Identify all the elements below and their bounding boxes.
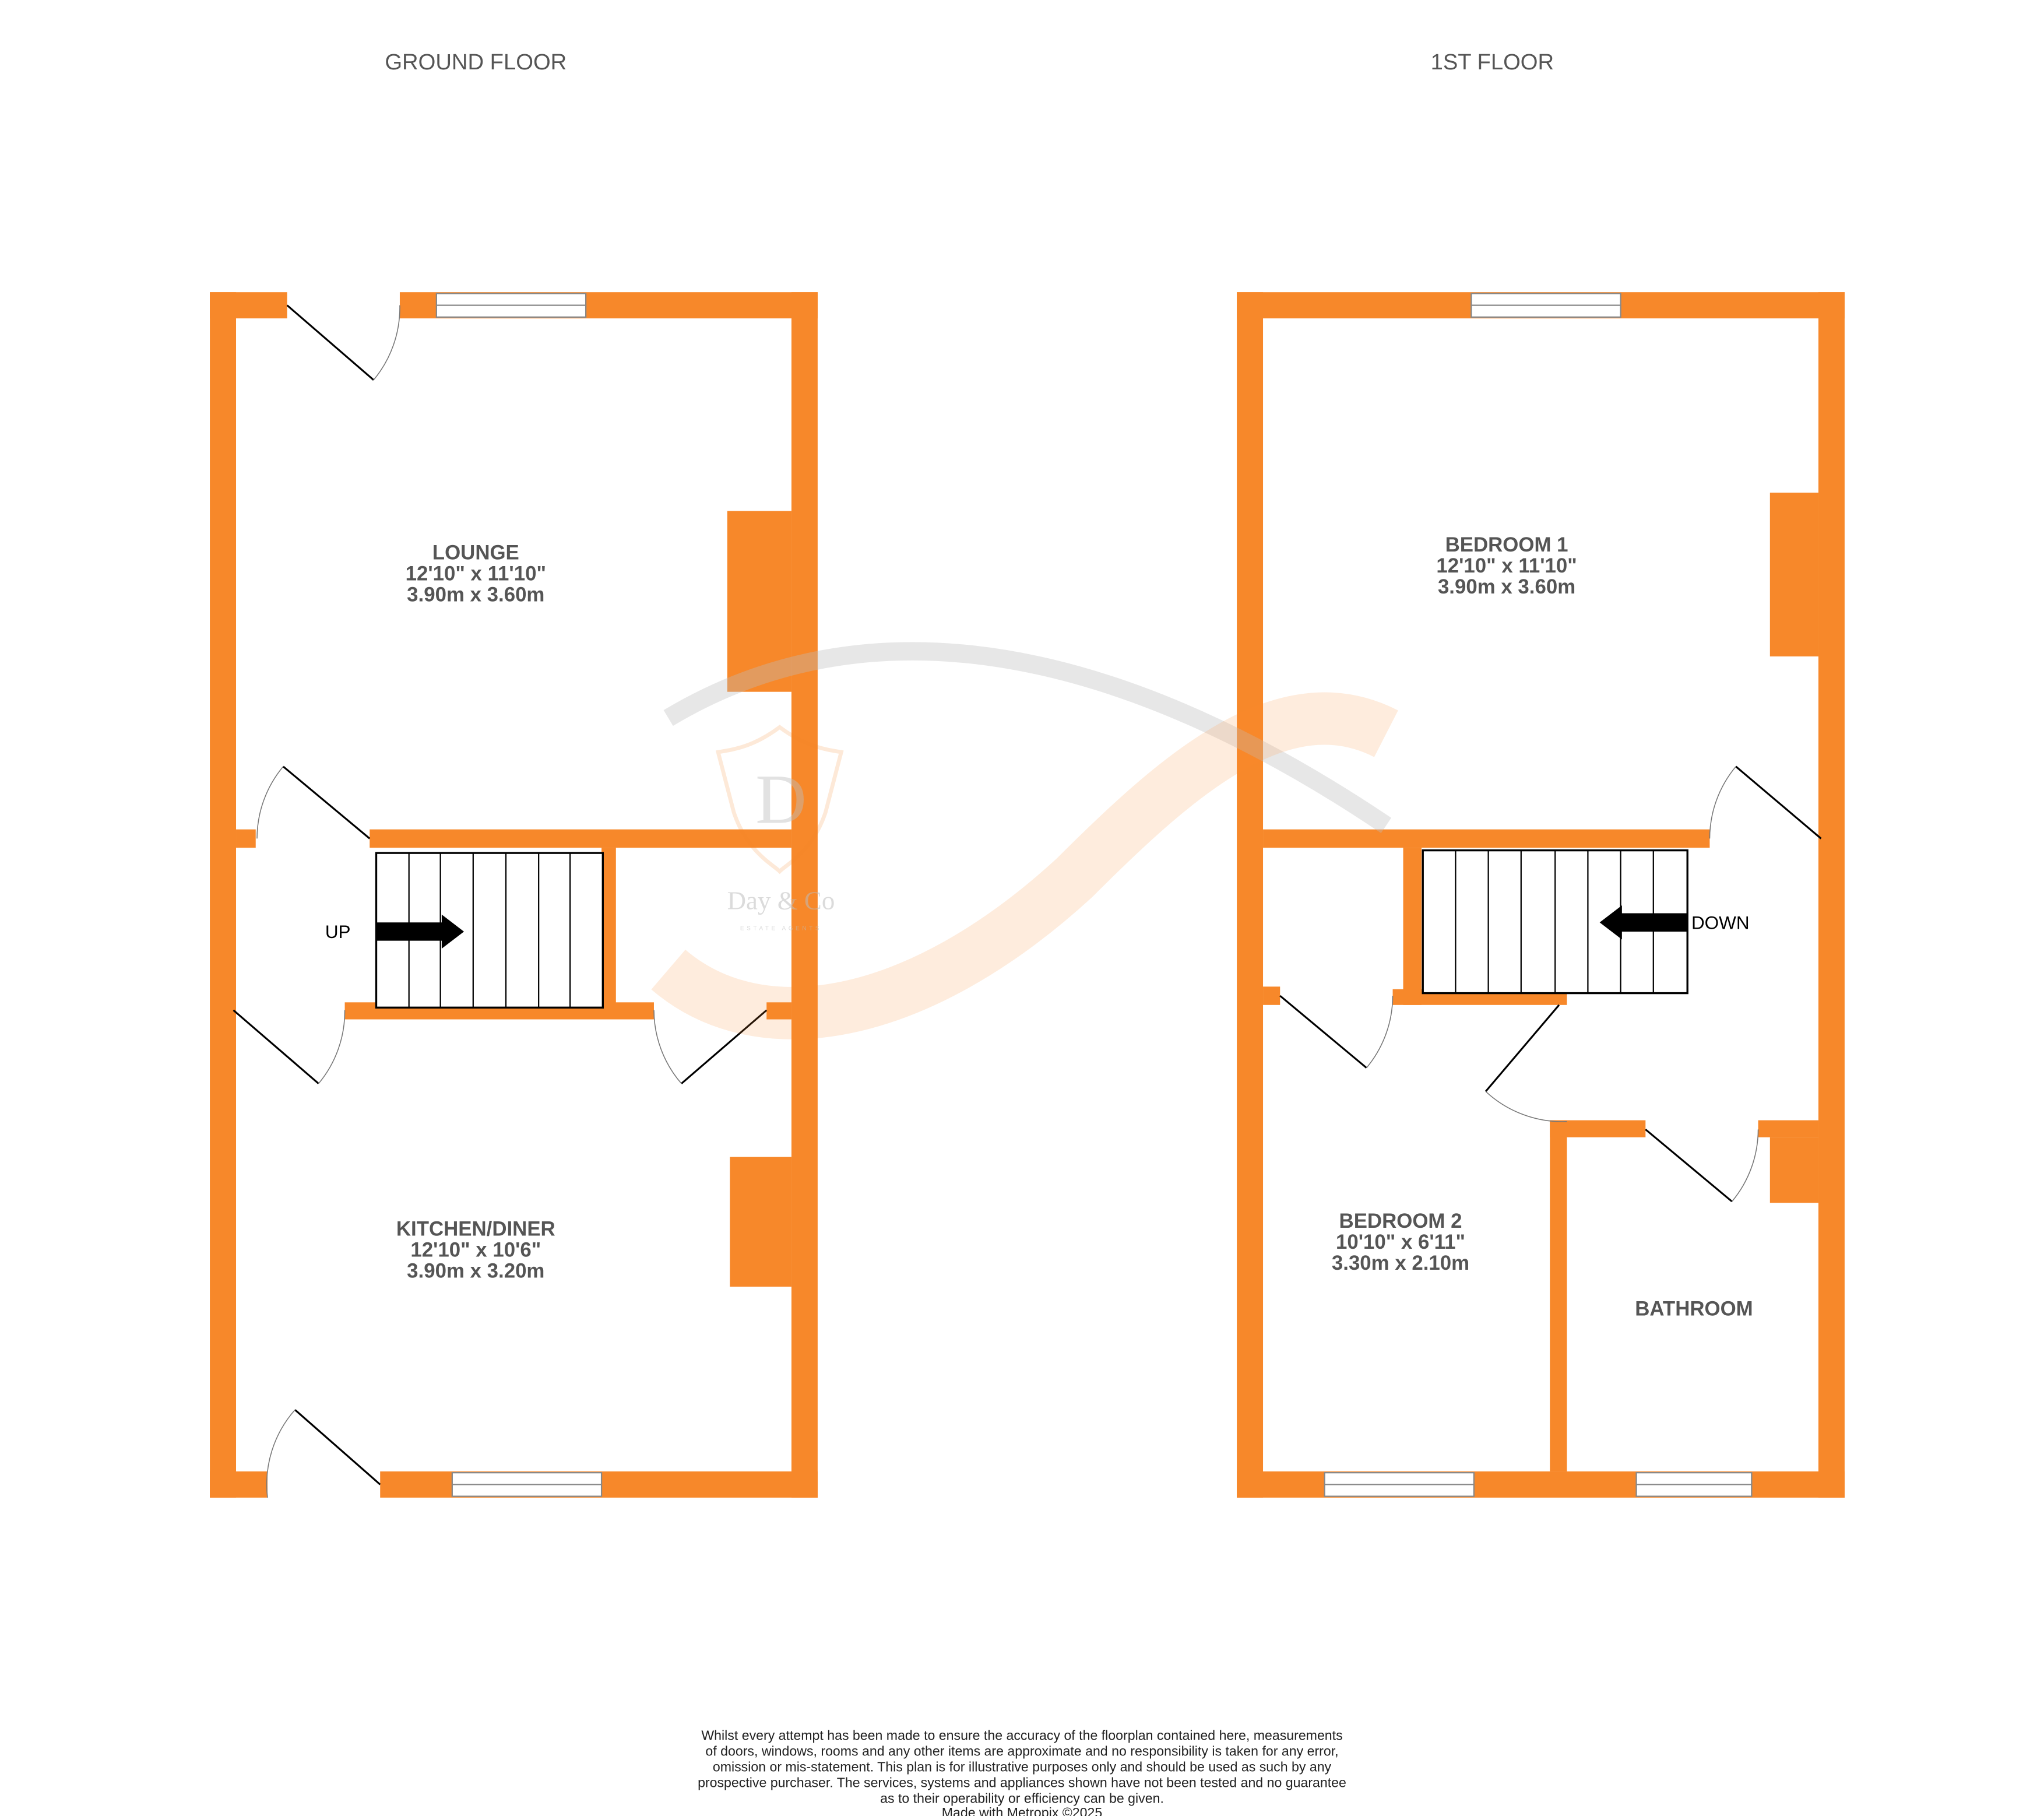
disclaimer-line: as to their operability or efficiency ca…	[880, 1791, 1164, 1806]
first-walls	[1237, 292, 1845, 1498]
room-dims-imperial: 10'10" x 6'11"	[1336, 1231, 1465, 1253]
watermark-tagline: ESTATE AGENTS	[740, 926, 822, 932]
window	[1635, 1472, 1753, 1497]
arrow-left-icon	[1599, 905, 1688, 940]
room-dims-metric: 3.90m x 3.60m	[407, 584, 544, 606]
disclaimer-line: prospective purchaser. The services, sys…	[698, 1775, 1346, 1790]
ground-walls	[210, 292, 818, 1498]
stairs-down-label: DOWN	[1691, 912, 1750, 933]
door	[286, 304, 400, 381]
room-dims-metric: 3.90m x 3.20m	[407, 1259, 544, 1282]
door	[653, 1009, 768, 1084]
room-name-bedroom-2: BEDROOM 2	[1339, 1210, 1462, 1232]
room-dims-imperial: 12'10" x 11'10"	[406, 563, 546, 585]
disclaimer-line: Whilst every attempt has been made to en…	[701, 1728, 1342, 1743]
door	[1709, 765, 1822, 839]
credit-line: Made with Metropix ©2025	[942, 1805, 1102, 1816]
window	[1470, 293, 1621, 318]
first-floor-title: 1ST FLOOR	[1431, 50, 1554, 75]
window	[451, 1472, 603, 1497]
watermark-logo: D Day & Co ESTATE AGENTS	[651, 642, 1398, 1039]
disclaimer: Whilst every attempt has been made to en…	[698, 1728, 1346, 1816]
room-name-lounge: LOUNGE	[432, 542, 519, 564]
door	[1279, 995, 1394, 1069]
watermark-brand: Day & Co	[727, 886, 835, 915]
room-dims-metric: 3.90m x 3.60m	[1438, 575, 1575, 598]
door	[1645, 1129, 1759, 1203]
disclaimer-line: omission or mis-statement. This plan is …	[713, 1759, 1332, 1775]
arrow-right-icon	[376, 914, 465, 949]
stairs-up-label: UP	[325, 922, 351, 942]
room-dims-imperial: 12'10" x 11'10"	[1436, 554, 1577, 577]
door	[266, 1409, 381, 1498]
first-floor-plan: DOWN BEDROOM 1 12'10" x 11'10" 3.90m x 3…	[1237, 292, 1845, 1498]
room-name-kitchen: KITCHEN/DINER	[396, 1217, 555, 1240]
door	[1484, 1004, 1567, 1122]
room-dims-metric: 3.30m x 2.10m	[1332, 1252, 1469, 1274]
room-name-bedroom-1: BEDROOM 1	[1445, 533, 1568, 556]
window	[1324, 1472, 1475, 1497]
watermark-letter: D	[755, 760, 807, 838]
ground-floor-plan: UP LOUNGE 12'10" x 11'10" 3.90m x 3.60m …	[210, 292, 818, 1498]
room-dims-imperial: 12'10" x 10'6"	[410, 1238, 541, 1261]
door	[233, 1009, 346, 1084]
ground-floor-title: GROUND FLOOR	[385, 50, 567, 75]
window	[435, 293, 587, 318]
disclaimer-line: of doors, windows, rooms and any other i…	[705, 1744, 1338, 1759]
room-name-bathroom: BATHROOM	[1635, 1297, 1753, 1320]
door	[256, 765, 371, 839]
